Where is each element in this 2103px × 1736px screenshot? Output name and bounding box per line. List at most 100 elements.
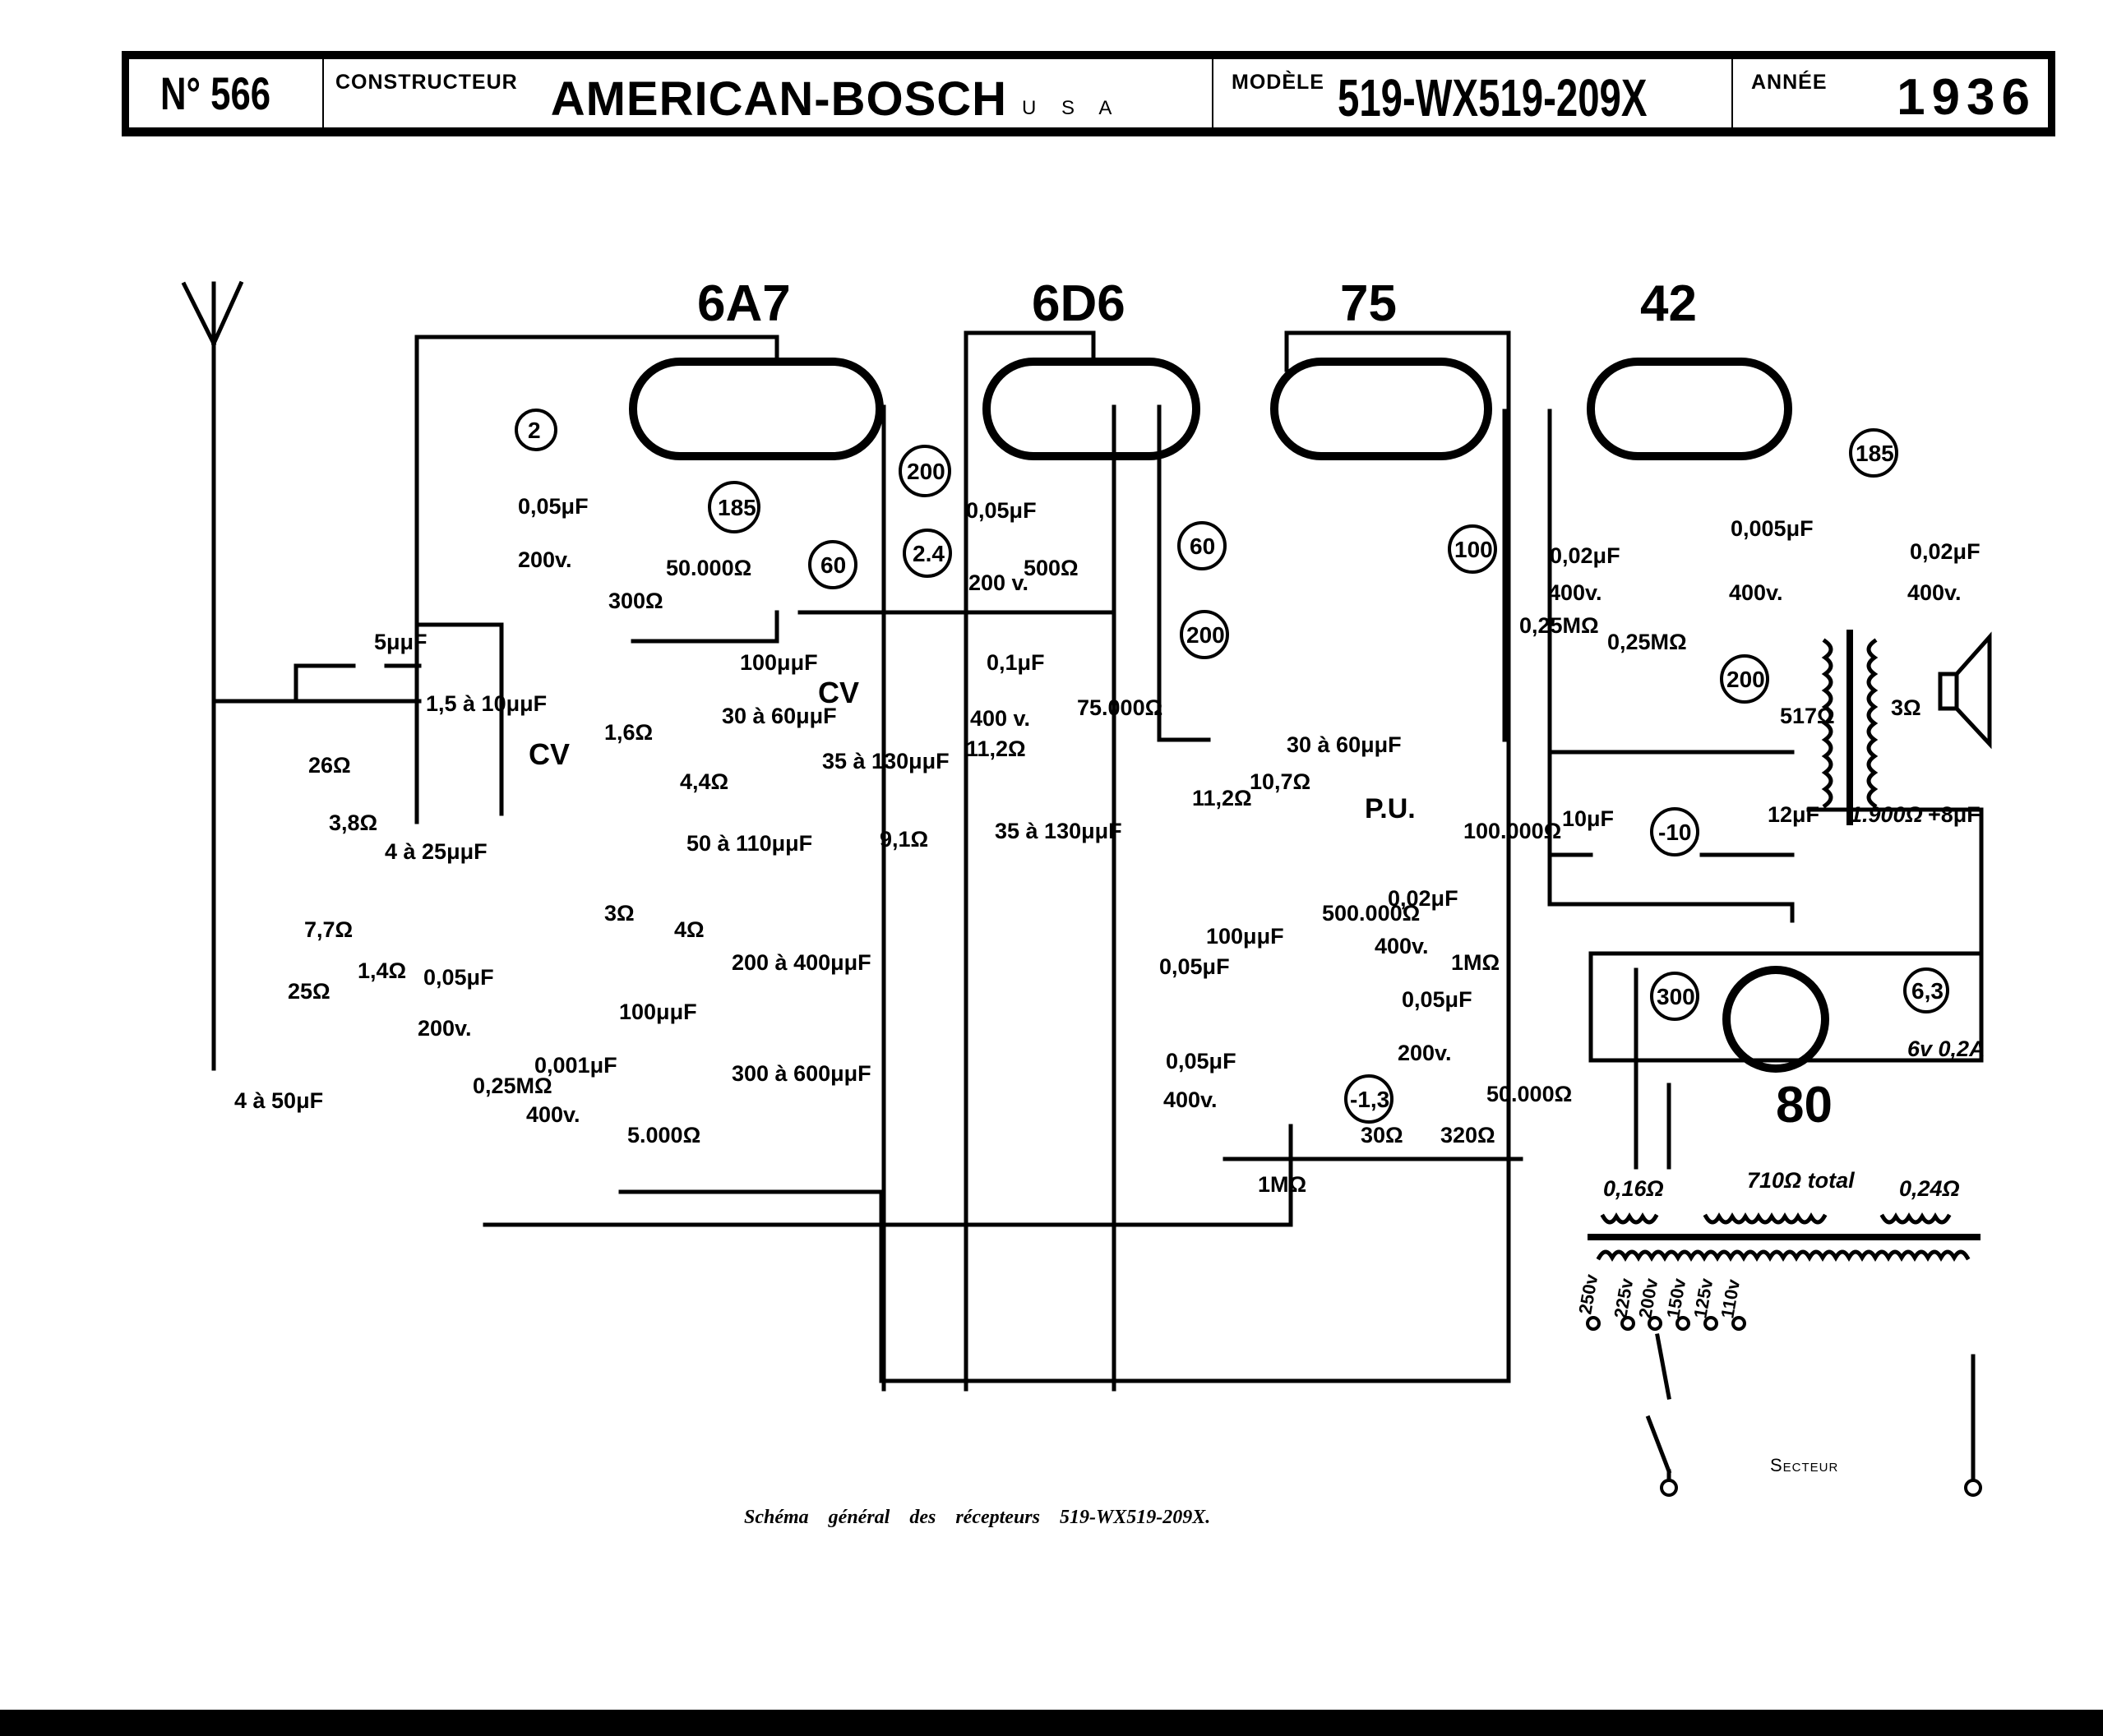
label-coil-77: 7,7Ω — [304, 917, 353, 942]
label-res-75000: 75.000Ω — [1077, 695, 1162, 720]
label-cap-0005-v: 400v. — [1729, 580, 1783, 605]
label-trim-200-400: 200 à 400μμF — [732, 950, 871, 975]
label-coil-16: 1,6Ω — [604, 720, 653, 745]
voltage-ref: 100 — [1448, 524, 1497, 574]
label-cap-002-a-v: 400v. — [1375, 934, 1429, 958]
model-number: 519-WX519-209X — [1337, 67, 1648, 127]
power-transformer — [1588, 1212, 1981, 1263]
label-cap-01-v: 400 v. — [970, 706, 1030, 731]
label-rect-total: 710Ω total — [1747, 1168, 1855, 1193]
wire — [879, 330, 1511, 1383]
label-osc-trim: 1,5 à 10μμF — [426, 691, 547, 716]
label-res-1m-a: 1MΩ — [1258, 1172, 1306, 1197]
model-label: MODÈLE — [1232, 71, 1324, 94]
tap-label: 125v — [1689, 1277, 1717, 1320]
label-coil-38: 3,8Ω — [329, 810, 377, 835]
tap-label: 110v — [1717, 1277, 1744, 1320]
tube-75-envelope — [1270, 358, 1492, 460]
tap-label: 150v — [1662, 1277, 1689, 1320]
model-cell: MODÈLE 519-WX519-209X — [1213, 59, 1733, 127]
label-cap-005-b-v: 200v. — [518, 547, 572, 572]
label-cap-002-c-v: 400v. — [1907, 580, 1962, 605]
voltage-ref: 185 — [1849, 428, 1898, 478]
label-res-025-c: 0,25MΩ — [1607, 630, 1687, 654]
label-coil-112-b: 11,2Ω — [1192, 786, 1252, 810]
label-trim-300-600: 300 à 600μμF — [732, 1061, 871, 1086]
label-cap-005-e: 0,05μF — [1166, 1049, 1236, 1073]
svg-text:100: 100 — [1454, 537, 1493, 562]
wire — [1547, 409, 1795, 923]
label-trim-4-25: 4 à 25μμF — [385, 839, 488, 864]
mains-switch[interactable] — [1645, 1333, 1672, 1482]
tube-label-80: 80 — [1776, 1077, 1833, 1133]
tap-terminals[interactable] — [1586, 1316, 1746, 1331]
label-res-100000: 100.000Ω — [1463, 819, 1561, 843]
label-res-025-b: 0,25MΩ — [1519, 613, 1599, 638]
tube-42-envelope — [1587, 358, 1792, 460]
label-res-500000: 500.000Ω — [1322, 901, 1420, 926]
label-cap-01: 0,1μF — [987, 650, 1045, 675]
svg-text:2.4: 2.4 — [913, 541, 945, 566]
label-coupling-5: 5μμF — [374, 630, 428, 654]
label-coil-112-a: 11,2Ω — [966, 736, 1026, 761]
label-res-300: 300Ω — [608, 589, 663, 613]
constructor-country: U S A — [1022, 96, 1122, 119]
label-cap-100-a: 100μμF — [740, 650, 818, 675]
svg-text:185: 185 — [1856, 441, 1894, 466]
output-transformer — [1821, 630, 1879, 825]
label-trim-30-60-b: 30 à 60μμF — [1287, 732, 1402, 757]
label-coil-14: 1,4Ω — [358, 958, 406, 983]
label-cap-100-b: 100μμF — [619, 1000, 697, 1024]
document-number-cell: N° 566 — [129, 59, 324, 127]
label-cap-100-c: 100μμF — [1206, 924, 1284, 949]
label-cap-002-b-v: 400v. — [1548, 580, 1602, 605]
label-coil-3: 3Ω — [604, 901, 635, 926]
label-res-320: 320Ω — [1440, 1123, 1495, 1147]
voltage-ref: 6,3 — [1903, 967, 1949, 1013]
label-cv1: CV — [529, 737, 570, 771]
tube-6d6-envelope — [982, 358, 1200, 460]
svg-text:60: 60 — [820, 552, 846, 578]
label-antenna-coil: 25Ω — [288, 979, 330, 1004]
figure-caption: Schéma général des récepteurs 519-WX519-… — [744, 1507, 1211, 1528]
label-antenna-trimmer: 4 à 50μF — [234, 1088, 323, 1113]
label-cap-005-b: 0,05μF — [518, 494, 589, 519]
svg-text:2: 2 — [528, 418, 541, 443]
wire — [483, 1124, 1293, 1227]
voltage-ref: 185 — [708, 481, 760, 533]
svg-text:185: 185 — [718, 495, 756, 520]
tube-label-75: 75 — [1340, 275, 1397, 332]
mains-label: Secteur — [1770, 1455, 1839, 1475]
label-cap-0005: 0,005μF — [1731, 516, 1814, 541]
wire — [964, 330, 1096, 1392]
voltage-ref: 60 — [808, 540, 857, 589]
label-pt-016: 0,16Ω — [1603, 1176, 1664, 1201]
label-ot-secondary: 3Ω — [1891, 695, 1921, 720]
mains-terminal — [1660, 1479, 1678, 1497]
label-coil-4: 4Ω — [674, 917, 705, 942]
wire — [1547, 750, 1795, 857]
voltage-ref: 2.4 — [903, 529, 952, 578]
label-cap-002-a: 0,02μF — [1388, 886, 1458, 911]
component-labels: 25Ω 4 à 50μF 5μμF 1,5 à 10μμF CV 26Ω 3,8… — [234, 494, 1985, 1201]
year-cell: ANNÉE 1936 — [1733, 59, 2048, 127]
voltage-taps: 250v 225v 200v 150v 125v 110v — [1574, 1272, 1744, 1320]
tube-80-envelope — [1722, 966, 1829, 1073]
label-coil-91: 9,1Ω — [880, 827, 928, 852]
label-coil-26: 26Ω — [308, 753, 351, 778]
svg-text:200: 200 — [907, 459, 945, 484]
label-cap-005-c: 0,05μF — [966, 498, 1037, 523]
label-cap-10: 10μF — [1562, 806, 1614, 831]
label-cap-005-e-v: 400v. — [1163, 1087, 1218, 1112]
tube-6a7-envelope — [629, 358, 884, 460]
label-cap-005-f-v: 200v. — [1398, 1041, 1452, 1065]
label-pu: P.U. — [1365, 793, 1416, 824]
voltage-ref: 60 — [1177, 521, 1227, 570]
voltage-refs: 2 185 60 200 2.4 60 200 100 185 200 -10 … — [515, 409, 1949, 1124]
wire — [1588, 807, 1984, 1063]
constructor-label: CONSTRUCTEUR — [335, 71, 518, 94]
label-cv2: CV — [818, 676, 859, 709]
label-cap-002-b: 0,02μF — [1550, 543, 1620, 568]
svg-text:200: 200 — [1726, 667, 1765, 692]
